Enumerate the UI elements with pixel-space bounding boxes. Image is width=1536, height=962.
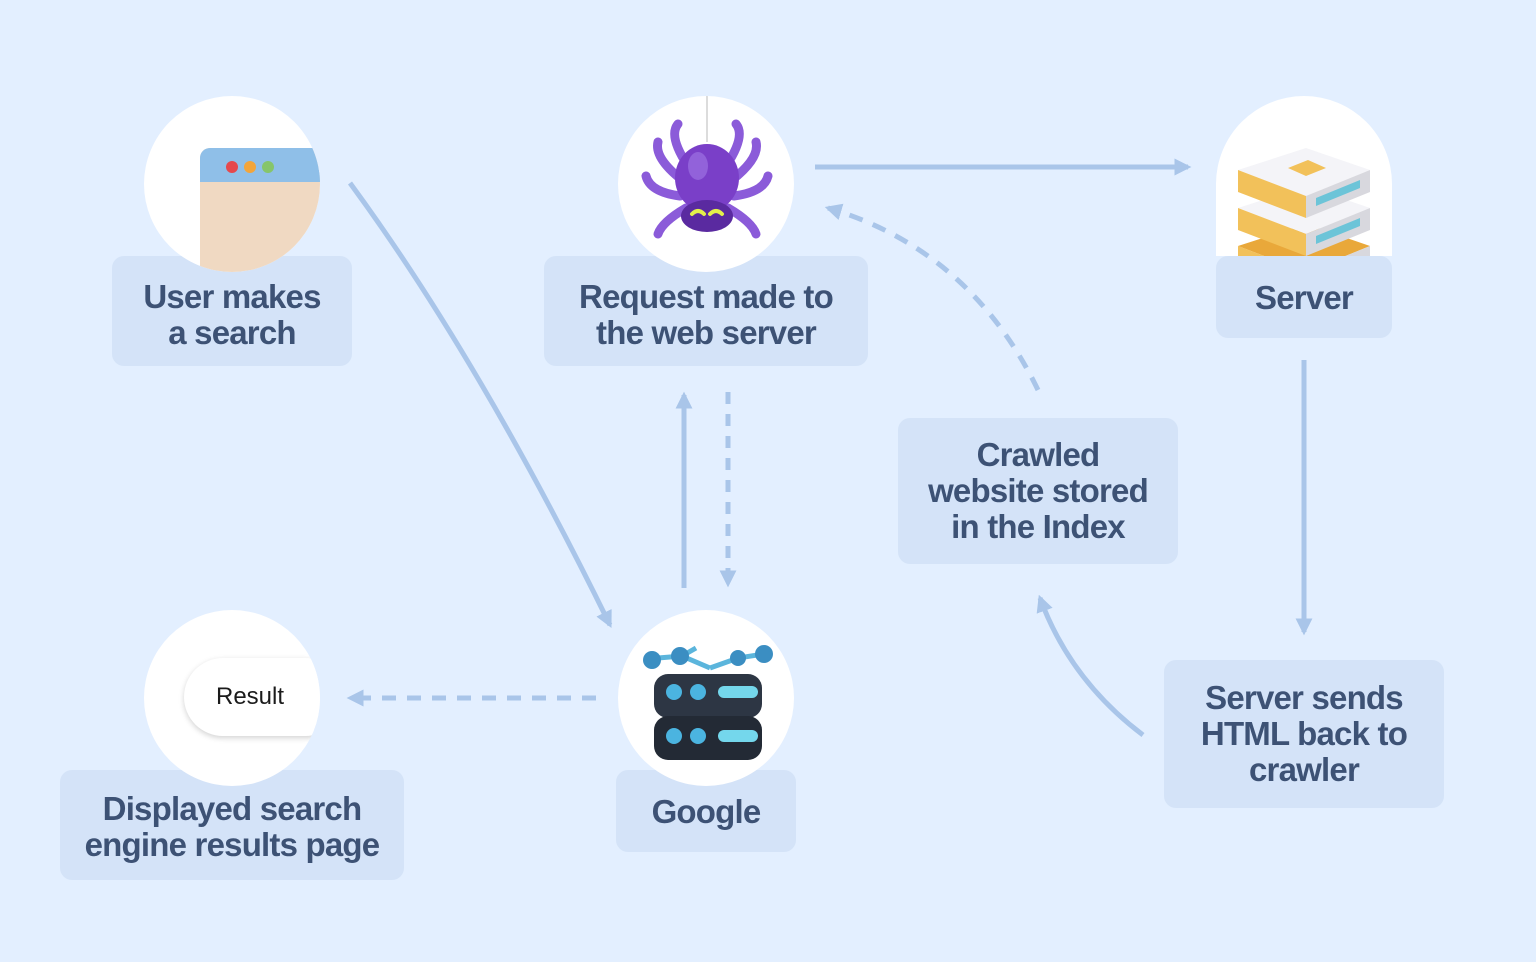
node-sends-line-1: Server sends — [1205, 679, 1404, 716]
node-crawled-index: Crawled website stored in the Index — [898, 418, 1178, 564]
node-crawled-line-3: in the Index — [951, 508, 1126, 545]
node-results-line-2: engine results page — [84, 826, 381, 863]
node-user-line-1: User makes — [143, 278, 321, 315]
node-user-line-2: a search — [168, 314, 296, 351]
node-request-line-1: Request made to — [579, 278, 834, 315]
result-pill-icon: Result — [144, 610, 320, 786]
node-request: Request made to the web server — [544, 256, 868, 366]
browser-window-icon — [144, 96, 320, 272]
node-results-line-1: Displayed search — [102, 790, 362, 827]
database-network-icon — [618, 610, 794, 786]
server-stack-icon — [1216, 96, 1392, 256]
node-server-line-1: Server — [1255, 279, 1354, 316]
result-pill-label: Result — [184, 658, 320, 736]
node-sends-line-3: crawler — [1249, 751, 1360, 788]
node-sends-line-2: HTML back to — [1200, 715, 1408, 752]
node-user-search: User makes a search — [112, 256, 352, 366]
node-request-line-2: the web server — [596, 314, 817, 351]
node-crawled-line-1: Crawled — [976, 436, 1101, 473]
node-crawled-line-2: website stored — [928, 472, 1149, 509]
arrow-sends-to-crawled — [1036, 594, 1145, 737]
node-server: Server — [1216, 256, 1392, 338]
node-server-sends: Server sends HTML back to crawler — [1164, 660, 1444, 808]
spider-icon — [618, 96, 794, 272]
node-results-page: Displayed search engine results page — [60, 770, 404, 880]
arrow-user-to-google — [347, 181, 613, 629]
node-google-line-1: Google — [651, 793, 762, 830]
